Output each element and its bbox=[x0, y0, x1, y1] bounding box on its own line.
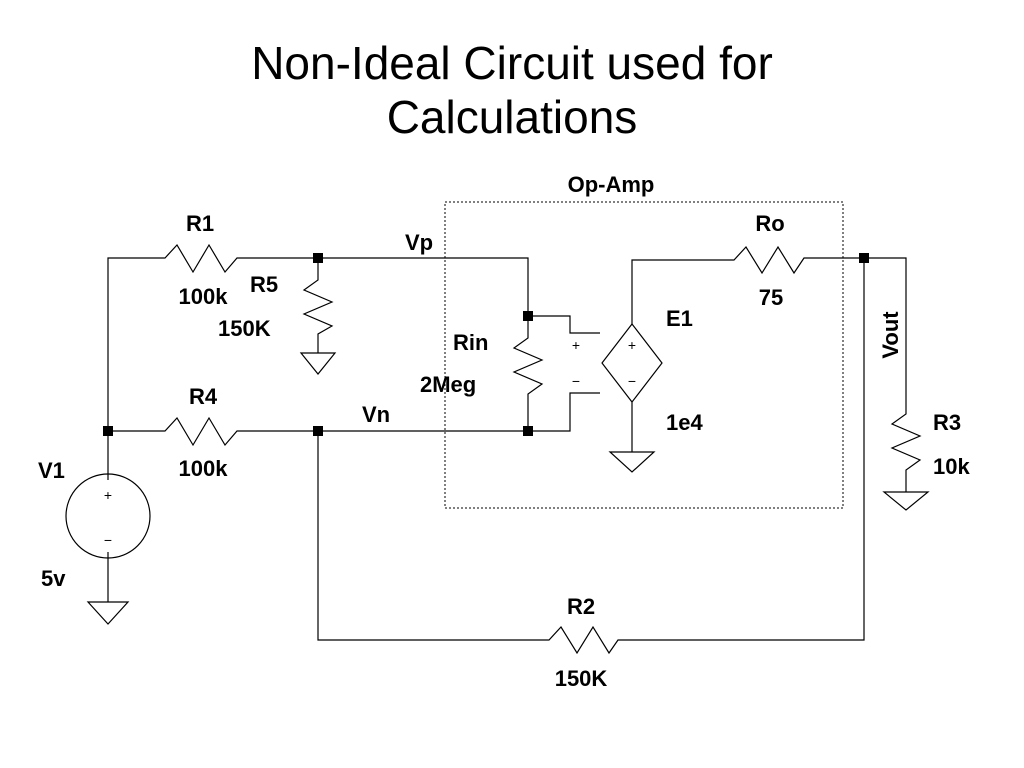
ro-name: Ro bbox=[755, 211, 784, 236]
v1-name: V1 bbox=[38, 458, 65, 483]
e1-dependent-source bbox=[601, 323, 663, 403]
v1-source bbox=[65, 473, 151, 559]
r3-value: 10k bbox=[933, 454, 970, 479]
opamp-boundary bbox=[444, 201, 844, 509]
v1-value: 5v bbox=[41, 566, 66, 591]
ro-resistor bbox=[722, 245, 812, 275]
wire-e1-to-ro bbox=[631, 259, 722, 324]
r2-resistor bbox=[536, 625, 626, 655]
r1-name: R1 bbox=[186, 211, 214, 236]
wire-vp bbox=[318, 257, 529, 316]
r3-name: R3 bbox=[933, 410, 961, 435]
ro-value: 75 bbox=[759, 285, 783, 310]
wire-rin-to-e1-plus bbox=[528, 315, 600, 334]
r5-value: 150K bbox=[218, 316, 271, 341]
vp-net-label: Vp bbox=[405, 230, 433, 255]
r4-name: R4 bbox=[189, 384, 218, 409]
r4-value: 100k bbox=[179, 456, 229, 481]
node-vp-junction bbox=[313, 253, 323, 263]
node-vout-junction bbox=[859, 253, 869, 263]
r4-resistor bbox=[152, 416, 248, 447]
v1-minus-sign: − bbox=[104, 532, 112, 548]
e1-input-minus-sign: − bbox=[572, 373, 580, 389]
node-v1-junction bbox=[103, 426, 113, 436]
wire-vout-to-r3 bbox=[864, 257, 907, 402]
e1-input-plus-sign: + bbox=[572, 337, 580, 353]
vout-net-label: Vout bbox=[878, 311, 903, 359]
ground-e1 bbox=[608, 451, 656, 473]
node-vn-junction bbox=[313, 426, 323, 436]
opamp-label: Op-Amp bbox=[568, 172, 655, 197]
r1-resistor bbox=[152, 243, 248, 274]
ground-v1 bbox=[86, 601, 130, 625]
rin-resistor bbox=[512, 326, 544, 408]
r5-name: R5 bbox=[250, 272, 278, 297]
e1-name: E1 bbox=[666, 306, 693, 331]
node-rin-bottom bbox=[523, 426, 533, 436]
e1-minus-sign: − bbox=[628, 373, 636, 389]
r2-value: 150K bbox=[555, 666, 608, 691]
title-line-2: Calculations bbox=[386, 91, 638, 143]
wire-rin-to-e1-minus bbox=[528, 392, 600, 432]
v1-plus-sign: + bbox=[104, 487, 112, 503]
ground-r3 bbox=[882, 491, 930, 511]
r2-name: R2 bbox=[567, 594, 595, 619]
wire-left-vertical bbox=[107, 257, 152, 480]
e1-plus-sign: + bbox=[628, 337, 636, 353]
e1-value: 1e4 bbox=[666, 410, 703, 435]
r3-resistor bbox=[890, 402, 922, 482]
title-line-1: Non-Ideal Circuit used for bbox=[251, 37, 773, 89]
rin-value: 2Meg bbox=[420, 372, 476, 397]
wire-vn-to-r2 bbox=[317, 431, 536, 641]
vn-net-label: Vn bbox=[362, 402, 390, 427]
ground-r5 bbox=[299, 352, 337, 375]
node-rin-top bbox=[523, 311, 533, 321]
slide-title: Non-Ideal Circuit used for Calculations bbox=[0, 36, 1024, 144]
rin-name: Rin bbox=[453, 330, 488, 355]
r1-value: 100k bbox=[179, 284, 229, 309]
wire-r2-to-vout bbox=[626, 258, 865, 641]
r5-resistor bbox=[302, 268, 334, 340]
